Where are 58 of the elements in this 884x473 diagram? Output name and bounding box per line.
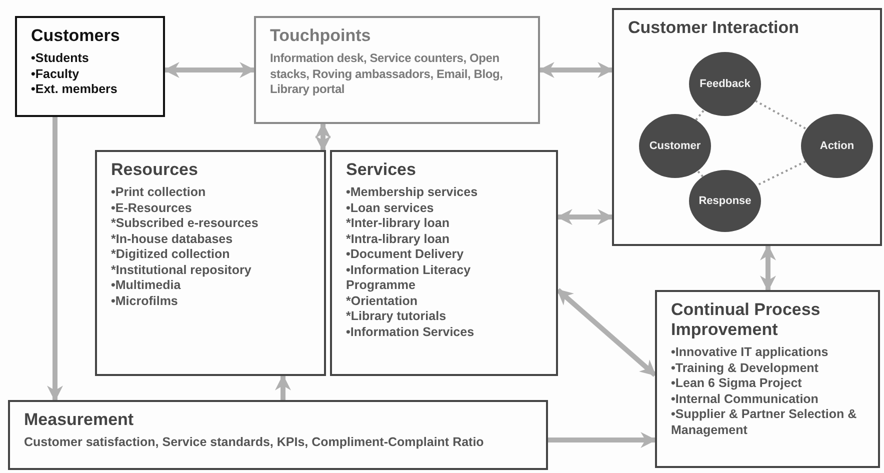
double-arrow [538, 62, 614, 78]
section-box [612, 8, 882, 246]
double-arrow [556, 209, 614, 225]
stage-circle: Response [689, 170, 761, 232]
stage-circle: Customer [639, 114, 711, 178]
list-item: *Institutional repository [111, 262, 252, 278]
section-box [254, 16, 540, 124]
section-title: Customer Interaction [628, 18, 800, 38]
list-item: •Loan services [346, 200, 435, 216]
list-item: •E-Resources [111, 200, 193, 216]
dotted-connector [755, 100, 807, 130]
section-title: Continual Process Improvement [671, 300, 822, 340]
double-arrow [315, 122, 331, 152]
section-box [95, 150, 326, 376]
arrow [275, 374, 291, 400]
list-item: *Inter-library loan [346, 216, 450, 232]
section-title: Resources [111, 160, 199, 180]
section-box [655, 290, 880, 468]
section-box [8, 400, 548, 470]
dotted-connector [756, 160, 806, 187]
section-box [330, 150, 558, 376]
list-item: Information desk, Service counters, Open stacks, Roving ambassadors, Email, Blog, Library portal [270, 51, 504, 98]
list-item: •Print collection [111, 185, 207, 200]
section-box [15, 16, 165, 117]
list-item: •Information Literacy Programme [346, 262, 472, 294]
list-item: *Subscribed e-resources [111, 216, 260, 232]
list-item: •Innovative IT applications [671, 345, 830, 360]
list-item: •Multimedia [111, 278, 182, 294]
arrow [47, 117, 63, 402]
list-item: •Training & Development [671, 360, 820, 376]
list-item: *Library tutorials [346, 309, 448, 324]
list-item: •Microfilms [111, 294, 179, 309]
double-arrow [163, 62, 256, 78]
list-item: *In-house databases [111, 232, 234, 247]
list-item: •Supplier & Partner Selection & Management [671, 407, 858, 438]
list-item: •Faculty [31, 66, 80, 82]
double-arrow [760, 244, 776, 292]
list-item: •Membership services [346, 185, 479, 200]
list-item: *Intra-library loan [346, 232, 450, 247]
list-item: •Document Delivery [346, 247, 465, 262]
section-title: Customers [31, 26, 121, 46]
section-title: Touchpoints [270, 26, 372, 46]
section-title: Services [346, 160, 417, 180]
double-arrow [556, 288, 657, 377]
list-item: •Internal Communication [671, 392, 820, 407]
stage-circle: Feedback [689, 52, 761, 116]
list-item: •Ext. members [31, 82, 118, 98]
section-title: Measurement [24, 410, 135, 430]
list-item: *Orientation [346, 294, 419, 309]
dotted-connector [696, 170, 704, 178]
list-item: Customer satisfaction, Service standards, KPIs, Compliment-Complaint Ratio [24, 435, 485, 450]
arrow [548, 432, 657, 448]
list-item: •Lean 6 Sigma Project [671, 376, 803, 392]
list-item: *Digitized collection [111, 247, 231, 262]
stage-circle: Action [801, 114, 873, 178]
dotted-connector [695, 109, 705, 121]
list-item: •Students [31, 51, 90, 66]
list-item: •Information Services [346, 324, 476, 340]
